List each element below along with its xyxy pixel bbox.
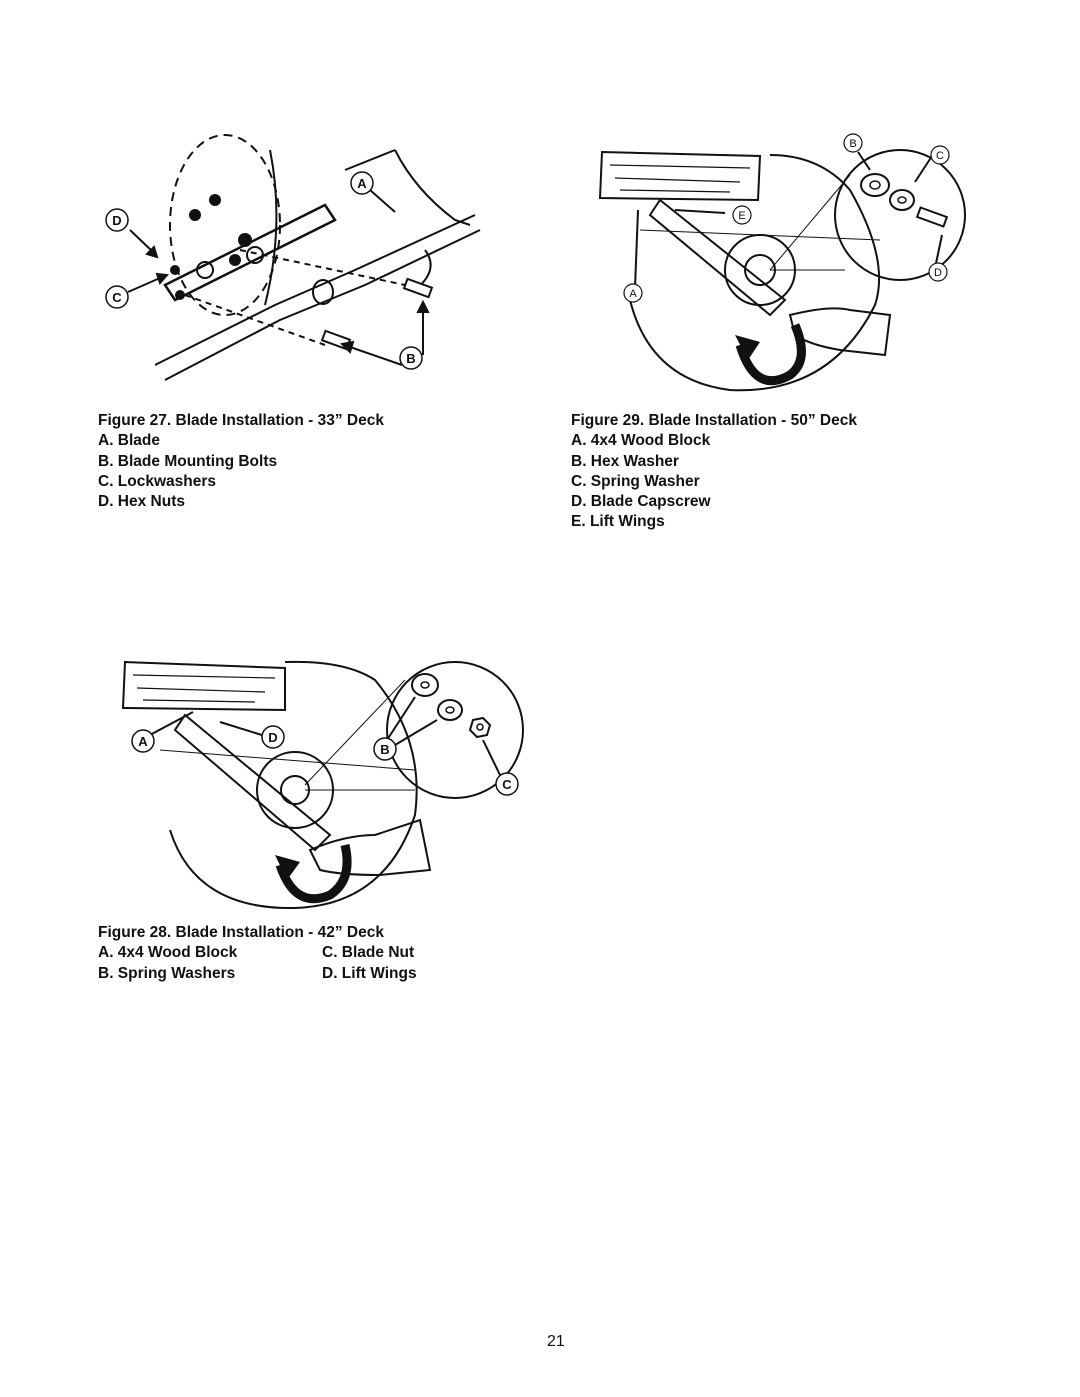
callout-label-a: A bbox=[357, 176, 367, 191]
figure-27-illustration: A B C D bbox=[105, 134, 481, 381]
callout-label-c: C bbox=[112, 290, 122, 305]
callout-label-d: D bbox=[112, 213, 121, 228]
callout-label-b: B bbox=[406, 351, 415, 366]
callout-label-e: E bbox=[738, 210, 745, 222]
callout-d bbox=[928, 262, 948, 282]
figure-27-title: Figure 27. Blade Installation - 33” Deck bbox=[98, 412, 384, 429]
legend-item: B. Spring Washers bbox=[98, 964, 236, 982]
figure-29-title: Figure 29. Blade Installation - 50” Deck bbox=[571, 412, 857, 429]
legend-item: D. Hex Nuts bbox=[98, 493, 185, 511]
legend-item: A. 4x4 Wood Block bbox=[571, 432, 711, 450]
callout-c bbox=[105, 285, 129, 309]
callout-a bbox=[350, 171, 374, 195]
legend-item: C. Lockwashers bbox=[98, 472, 217, 490]
legend-row: B. Spring Washers D. Lift Wings bbox=[98, 964, 417, 984]
callout-label-a: A bbox=[629, 288, 637, 300]
page-number: 21 bbox=[547, 1333, 565, 1350]
callout-label-c: C bbox=[936, 150, 944, 162]
callout-e bbox=[732, 205, 752, 225]
callout-label-d: D bbox=[934, 267, 942, 279]
legend-row: A. 4x4 Wood Block C. Blade Nut bbox=[98, 943, 417, 963]
legend-item: A. 4x4 Wood Block bbox=[98, 944, 238, 962]
callout-c bbox=[495, 772, 519, 796]
legend-item: C. Spring Washer bbox=[571, 472, 700, 490]
legend-item: D. Blade Capscrew bbox=[571, 493, 711, 511]
callout-label-a: A bbox=[138, 734, 148, 749]
callout-d bbox=[261, 725, 285, 749]
figure-27-caption: Figure 27. Blade Installation - 33” Deck… bbox=[98, 411, 384, 512]
callout-label-c: C bbox=[502, 777, 512, 792]
figure-28-title: Figure 28. Blade Installation - 42” Deck bbox=[98, 924, 384, 941]
callout-b bbox=[399, 346, 423, 370]
legend-item: C. Blade Nut bbox=[322, 944, 415, 962]
callout-c bbox=[930, 145, 950, 165]
figure-28-illustration: A D B C bbox=[121, 660, 524, 910]
figure-29-illustration: B C D E A bbox=[598, 133, 966, 392]
callout-a bbox=[131, 729, 155, 753]
legend-item: B. Blade Mounting Bolts bbox=[98, 452, 278, 470]
legend-item: B. Hex Washer bbox=[571, 452, 679, 470]
callout-label-b: B bbox=[380, 742, 389, 757]
legend-item: D. Lift Wings bbox=[322, 964, 417, 982]
figure-29-caption: Figure 29. Blade Installation - 50” Deck… bbox=[571, 411, 857, 533]
legend-item: E. Lift Wings bbox=[571, 513, 665, 531]
legend-item: A. Blade bbox=[98, 432, 161, 450]
callout-label-b: B bbox=[849, 138, 856, 150]
callout-label-d: D bbox=[268, 730, 277, 745]
callout-b bbox=[373, 737, 397, 761]
figure-28-caption: Figure 28. Blade Installation - 42” Deck… bbox=[98, 923, 417, 984]
callout-a bbox=[623, 283, 643, 303]
callout-b bbox=[843, 133, 863, 153]
callout-d bbox=[105, 208, 129, 232]
